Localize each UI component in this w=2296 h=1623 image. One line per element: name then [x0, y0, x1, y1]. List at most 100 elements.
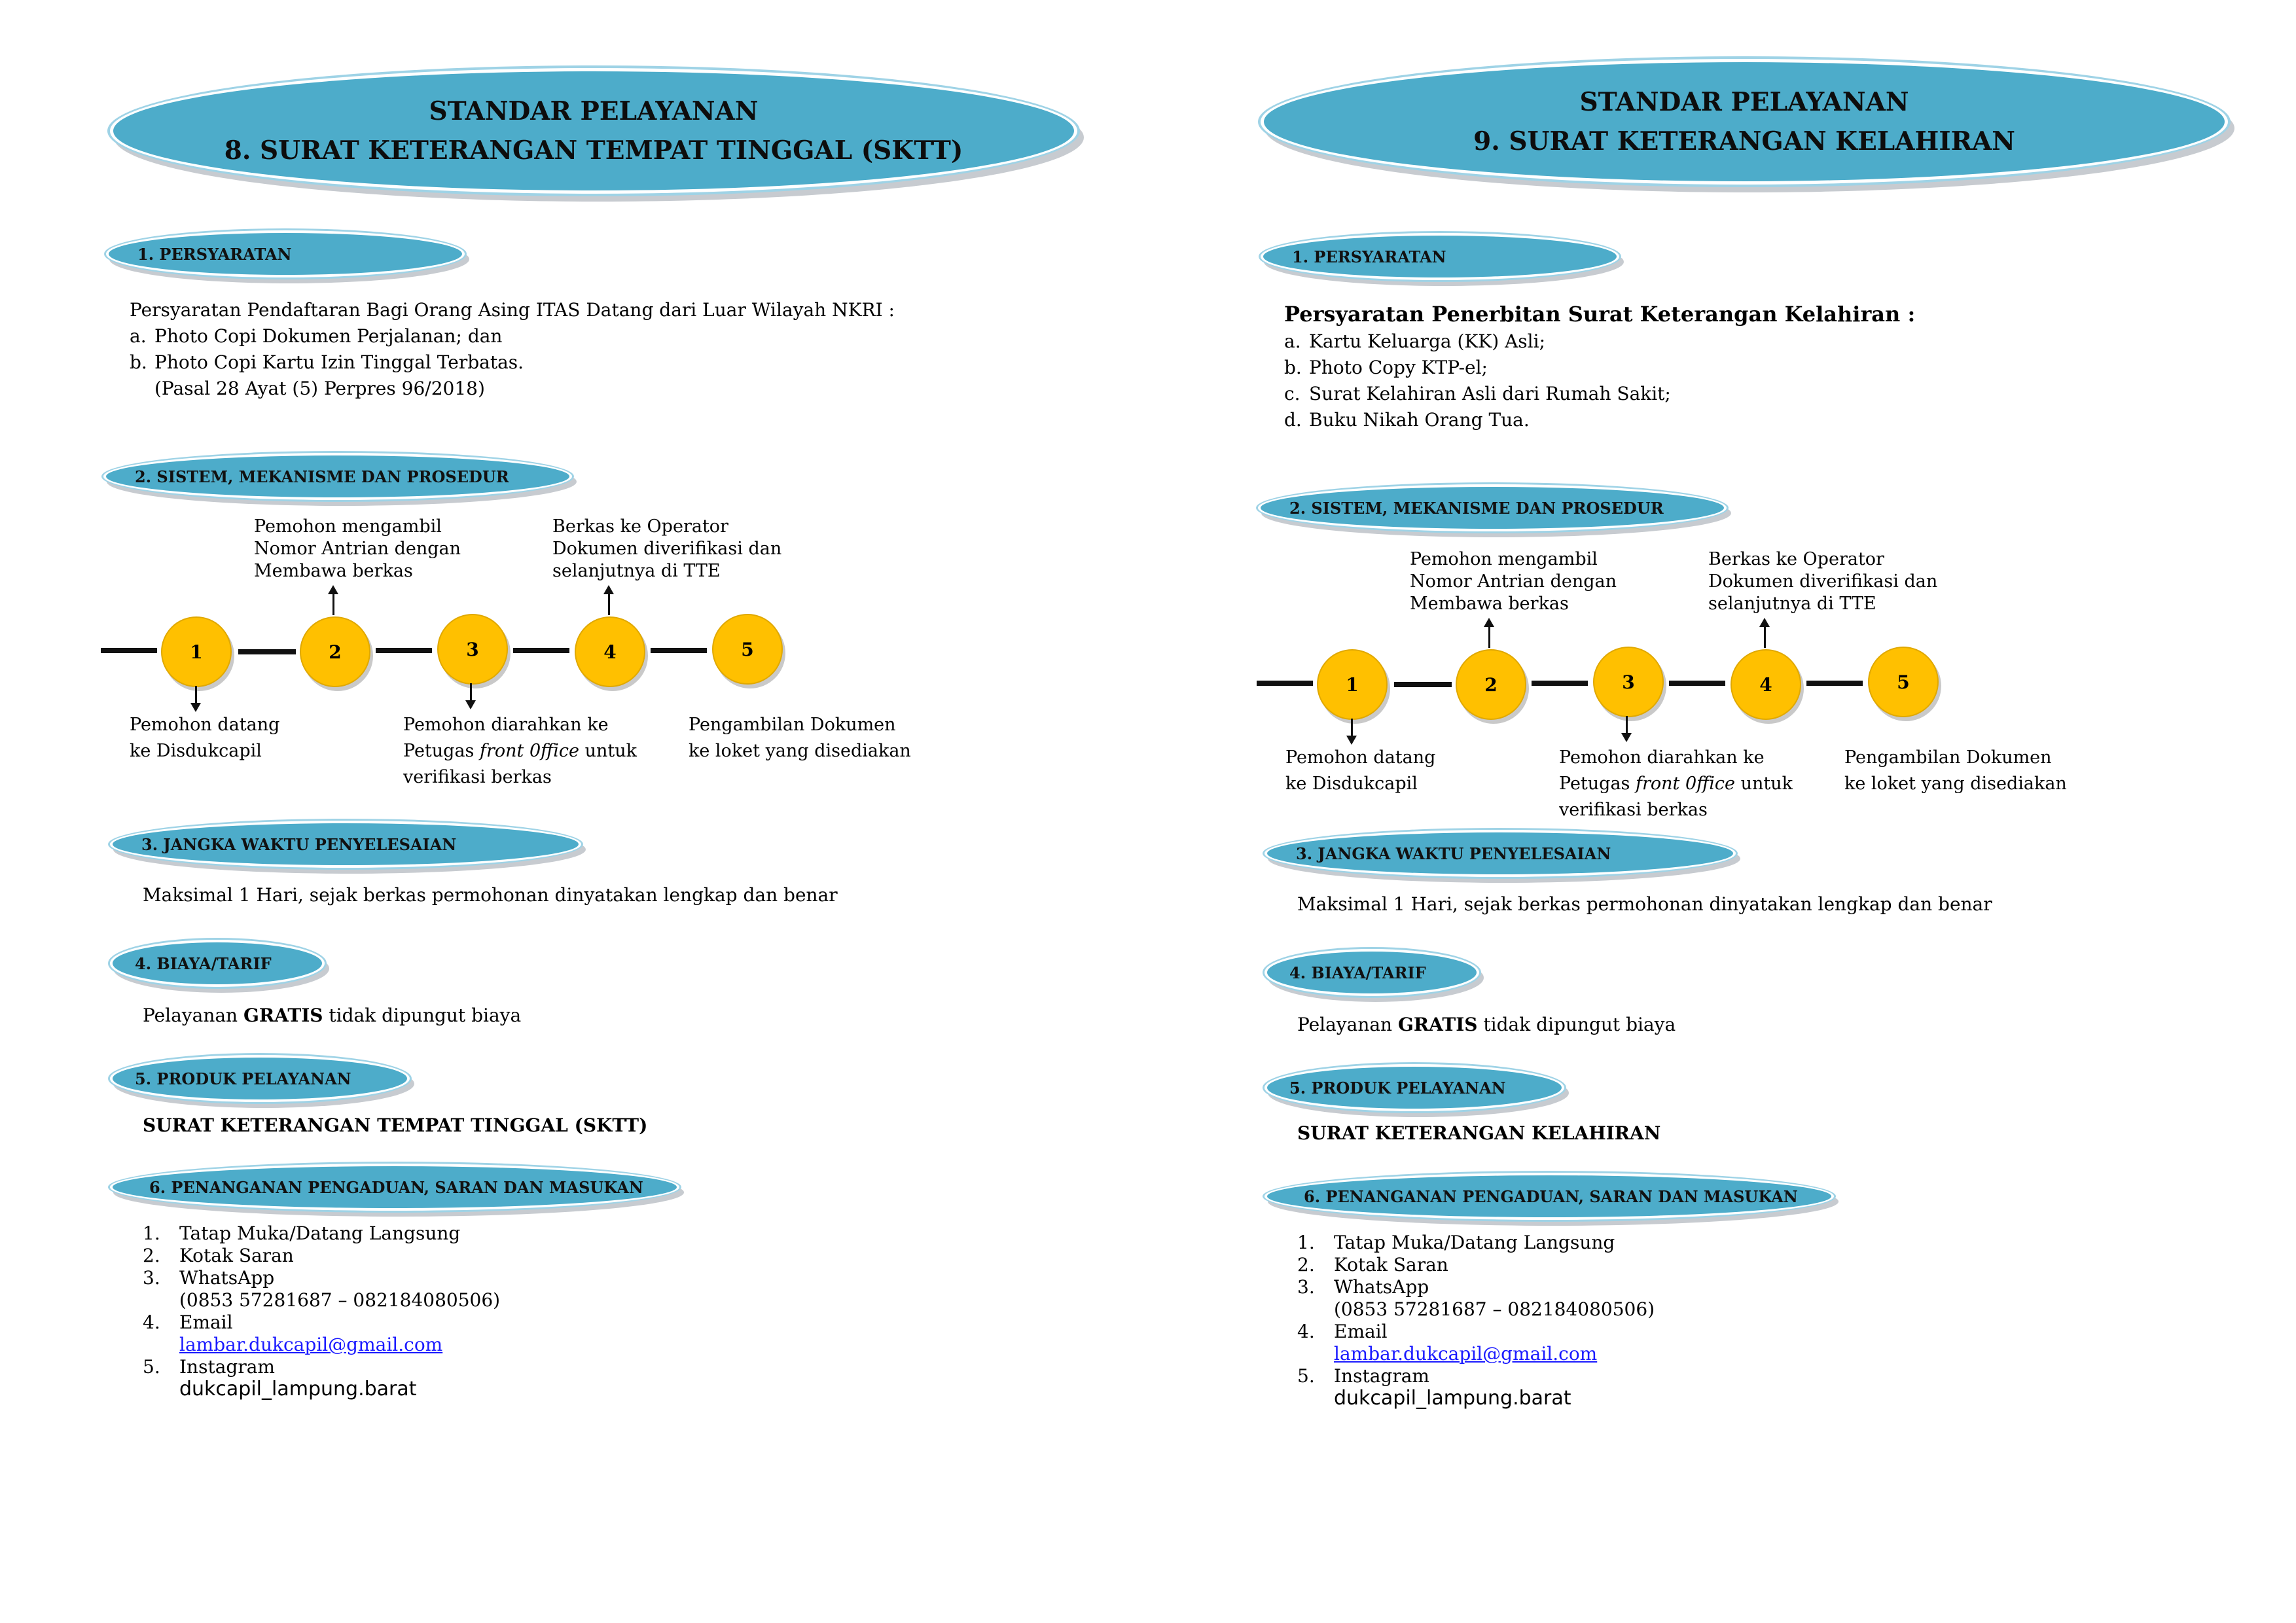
section-prosedur: 2. SISTEM, MEKANISME DAN PROSEDUR	[103, 453, 572, 500]
section-jangka-waktu: 3. JANGKA WAKTU PENYELESAIAN	[110, 821, 581, 868]
title-line-2: 8. SURAT KETERANGAN TEMPAT TINGGAL (SKTT…	[224, 135, 963, 166]
section-label: 6. PENANGANAN PENGADUAN, SARAN DAN MASUK…	[149, 1177, 643, 1197]
section-persyaratan: 1. PERSYARATAN	[106, 230, 465, 277]
section-pengaduan: 6. PENANGANAN PENGADUAN, SARAN DAN MASUK…	[1265, 1173, 1834, 1220]
arrow-down-icon	[470, 683, 472, 703]
arrow-up-icon	[608, 593, 610, 615]
list-item: 2.Kotak Saran	[143, 1245, 294, 1266]
jangka-waktu-text: Maksimal 1 Hari, sejak berkas permohonan…	[143, 884, 838, 906]
step-3-label: Pemohon diarahkan ke Petugas front 0ffic…	[403, 715, 637, 787]
list-item: 1.Tatap Muka/Datang Langsung	[143, 1222, 461, 1244]
arrow-down-icon	[195, 686, 197, 705]
flow-connector	[651, 648, 707, 653]
list-item: lambar.dukcapil@gmail.com	[1297, 1343, 1655, 1365]
flow-connector	[1257, 681, 1313, 686]
requirements-list: a.Kartu Keluarga (KK) Asli; b.Photo Copy…	[1284, 329, 1671, 433]
section-label: 4. BIAYA/TARIF	[135, 954, 272, 973]
contact-list: 1.Tatap Muka/Datang Langsung 2.Kotak Sar…	[143, 1222, 500, 1400]
section-label: 1. PERSYARATAN	[1292, 247, 1446, 266]
arrow-head	[1759, 618, 1770, 627]
flow-connector	[101, 648, 157, 653]
flow-connector	[376, 648, 432, 653]
flow-connector	[238, 649, 296, 654]
section-produk: 5. PRODUK PELAYANAN	[1265, 1064, 1564, 1111]
list-item: b.Photo Copy KTP-el;	[1284, 357, 1488, 378]
section-biaya: 4. BIAYA/TARIF	[1265, 949, 1479, 996]
section-label: 3. JANGKA WAKTU PENYELESAIAN	[141, 834, 457, 854]
flow-step-5: 5	[1868, 647, 1939, 717]
list-item: (0853 57281687 – 082184080506)	[179, 1289, 501, 1311]
list-item: 3.WhatsApp	[143, 1267, 275, 1289]
arrow-up-icon	[1764, 626, 1766, 648]
list-item: b.Photo Copi Kartu Izin Tinggal Terbatas…	[130, 351, 524, 373]
section-persyaratan: 1. PERSYARATAN	[1261, 233, 1619, 280]
panel-sktt: STANDAR PELAYANAN 8. SURAT KETERANGAN TE…	[101, 68, 1077, 1400]
flow-step-1: 1	[161, 616, 232, 687]
arrow-down-icon	[1351, 719, 1353, 738]
title-line-1: STANDAR PELAYANAN	[1579, 87, 1909, 117]
arrow-up-icon	[332, 593, 334, 615]
list-item: a.Kartu Keluarga (KK) Asli;	[1284, 330, 1546, 352]
flow-connector	[513, 648, 569, 653]
arrow-head	[190, 703, 201, 712]
email-link[interactable]: lambar.dukcapil@gmail.com	[1334, 1343, 1598, 1364]
list-item: 4.Email	[1297, 1321, 1388, 1342]
produk-text: SURAT KETERANGAN TEMPAT TINGGAL (SKTT)	[143, 1115, 648, 1136]
list-item: 2.Kotak Saran	[1297, 1254, 1448, 1275]
arrow-head	[1346, 736, 1357, 745]
flow-step-3: 3	[1593, 647, 1664, 717]
arrow-head	[1621, 733, 1632, 742]
flow-step-3: 3	[437, 614, 508, 685]
title-banner: STANDAR PELAYANAN 9. SURAT KETERANGAN KE…	[1261, 59, 2228, 185]
flow-step-4: 4	[1731, 649, 1801, 720]
list-item: (Pasal 28 Ayat (5) Perpres 96/2018)	[154, 378, 485, 399]
requirements-intro: Persyaratan Pendaftaran Bagi Orang Asing…	[130, 299, 895, 321]
arrow-head	[603, 585, 614, 594]
section-label: 5. PRODUK PELAYANAN	[1289, 1078, 1506, 1097]
section-produk: 5. PRODUK PELAYANAN	[110, 1055, 410, 1102]
flow-step-2: 2	[300, 616, 370, 687]
flow-connector	[1532, 681, 1588, 686]
section-pengaduan: 6. PENANGANAN PENGADUAN, SARAN DAN MASUK…	[110, 1164, 679, 1211]
title-line-2: 9. SURAT KETERANGAN KELAHIRAN	[1473, 126, 2015, 156]
biaya-text: Pelayanan GRATIS tidak dipungut biaya	[1297, 1014, 1676, 1035]
section-label: 2. SISTEM, MEKANISME DAN PROSEDUR	[135, 467, 509, 486]
list-item: dukcapil_lampung.barat	[1334, 1387, 1571, 1410]
list-item: dukcapil_lampung.barat	[179, 1378, 417, 1400]
arrow-head	[1484, 618, 1494, 627]
email-link[interactable]: lambar.dukcapil@gmail.com	[179, 1334, 443, 1355]
list-item: 4.Email	[143, 1311, 233, 1333]
requirements-intro: Persyaratan Penerbitan Surat Keterangan …	[1284, 302, 1916, 327]
section-label: 6. PENANGANAN PENGADUAN, SARAN DAN MASUK…	[1304, 1186, 1798, 1206]
arrow-head	[465, 700, 476, 709]
section-biaya: 4. BIAYA/TARIF	[110, 940, 325, 987]
section-label: 1. PERSYARATAN	[137, 244, 292, 264]
requirements-list: a.Photo Copi Dokumen Perjalanan; dan b.P…	[130, 323, 524, 402]
list-item: 5.Instagram	[1297, 1365, 1429, 1387]
arrow-down-icon	[1626, 716, 1628, 736]
jangka-waktu-text: Maksimal 1 Hari, sejak berkas permohonan…	[1297, 893, 1992, 915]
list-item: lambar.dukcapil@gmail.com	[143, 1334, 500, 1356]
arrow-head	[328, 585, 338, 594]
biaya-text: Pelayanan GRATIS tidak dipungut biaya	[143, 1005, 522, 1026]
list-item: (0853 57281687 – 082184080506)	[1334, 1298, 1655, 1320]
section-prosedur: 2. SISTEM, MEKANISME DAN PROSEDUR	[1258, 484, 1727, 531]
flow-connector	[1669, 681, 1725, 686]
title-banner: STANDAR PELAYANAN 8. SURAT KETERANGAN TE…	[110, 68, 1077, 194]
flow-step-2: 2	[1456, 649, 1526, 720]
contact-list: 1.Tatap Muka/Datang Langsung 2.Kotak Sar…	[1297, 1232, 1655, 1410]
list-item: 1.Tatap Muka/Datang Langsung	[1297, 1232, 1615, 1253]
list-item: 5.Instagram	[143, 1356, 275, 1378]
arrow-up-icon	[1488, 626, 1490, 648]
section-jangka-waktu: 3. JANGKA WAKTU PENYELESAIAN	[1265, 830, 1736, 877]
section-label: 3. JANGKA WAKTU PENYELESAIAN	[1296, 844, 1611, 863]
